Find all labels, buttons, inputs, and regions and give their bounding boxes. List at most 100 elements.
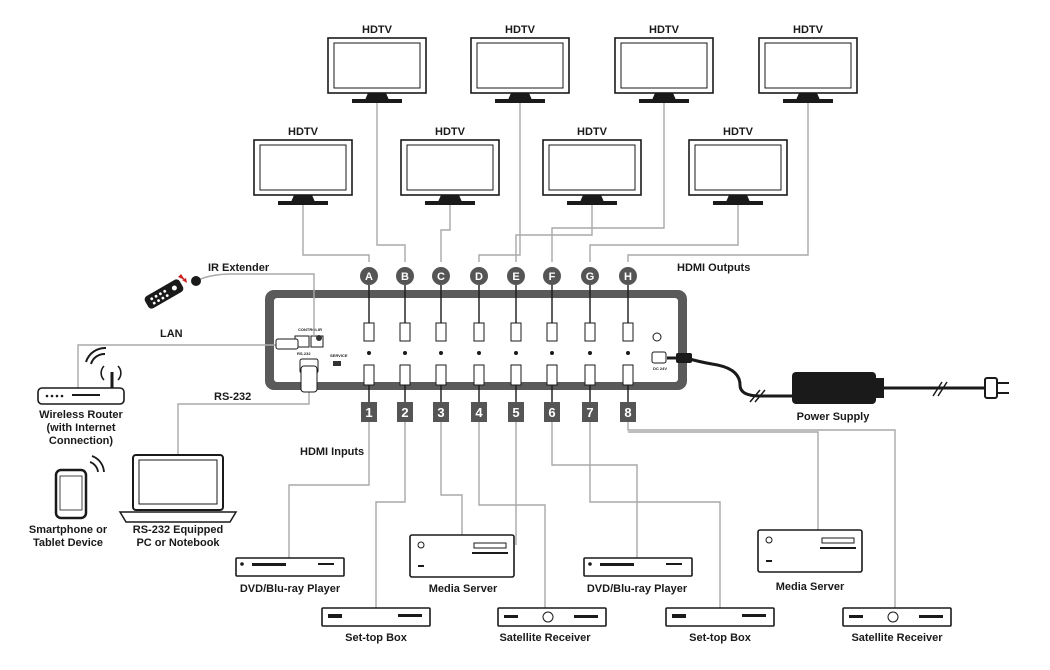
lan-label: LAN	[160, 328, 183, 340]
ir-extender-label: IR Extender	[208, 262, 270, 274]
output-badge	[619, 267, 637, 285]
ir-signal-icon	[178, 274, 187, 283]
hdtv-label: HDTV	[649, 24, 680, 36]
input-number: 5	[512, 405, 519, 420]
router-label: Wireless Router	[39, 409, 123, 421]
output-badge	[396, 267, 414, 285]
laptop-label: RS-232 Equipped	[133, 524, 223, 536]
input-cable-stubs	[368, 385, 629, 402]
service-label: SERVICE	[330, 353, 348, 358]
source-satellite-receiver-2: Satellite Receiver	[842, 607, 952, 644]
output-badge	[507, 267, 525, 285]
hdtv-top-3: HDTV	[614, 24, 714, 103]
input-wires	[288, 422, 896, 608]
smartphone-label: Smartphone or	[29, 524, 108, 536]
input-number: 3	[437, 405, 444, 420]
input-number: 1	[365, 405, 372, 420]
ir-port	[316, 335, 322, 341]
output-badge	[470, 267, 488, 285]
output-cable-stubs	[368, 285, 629, 323]
hdtv-top-4: HDTV	[758, 24, 858, 103]
hdtv-mid-3: HDTV	[542, 126, 642, 205]
output-letter: G	[586, 271, 595, 283]
laptop-icon: RS-232 Equipped PC or Notebook	[118, 454, 238, 549]
hdtv-label: HDTV	[793, 24, 824, 36]
hdtv-top-1: HDTV	[327, 24, 427, 103]
source-satellite-receiver-1: Satellite Receiver	[497, 607, 607, 644]
hdtv-label: HDTV	[435, 126, 466, 138]
hdtv-label: HDTV	[577, 126, 608, 138]
output-letter: E	[512, 271, 519, 283]
input-connectors	[363, 364, 634, 386]
hdmi-outputs-label: HDMI Outputs	[677, 262, 750, 274]
input-number: 8	[624, 405, 631, 420]
source-dvd-player-1: DVD/Blu-ray Player	[235, 557, 345, 595]
matrix-switcher-unit: CONTROL IR RS-232 SERVICE	[265, 290, 687, 390]
output-badge	[581, 267, 599, 285]
router-label: Connection)	[49, 435, 113, 447]
source-label: Set-top Box	[345, 632, 408, 644]
dc-label: DC 24V	[653, 366, 667, 371]
input-number: 6	[548, 405, 555, 420]
output-letter: C	[437, 271, 445, 283]
hdtv-mid-2: HDTV	[400, 126, 500, 205]
source-dvd-player-2: DVD/Blu-ray Player	[583, 557, 693, 595]
router-label: (with Internet	[46, 422, 115, 434]
smartphone-icon: Smartphone or Tablet Device	[29, 455, 108, 549]
hdtv-mid-4: HDTV	[688, 126, 788, 205]
ir-sensor-icon	[191, 276, 201, 286]
wifi-icon	[85, 346, 107, 365]
source-label: Set-top Box	[689, 632, 752, 644]
wifi-icon	[89, 455, 105, 473]
hdtv-label: HDTV	[362, 24, 393, 36]
source-set-top-box-1: Set-top Box	[321, 607, 431, 644]
lan-connection: LAN	[77, 328, 299, 388]
output-letter: F	[549, 271, 556, 283]
hdmi-inputs-label: HDMI Inputs	[300, 446, 364, 458]
rs232-label: RS-232	[214, 391, 251, 403]
output-letter: B	[401, 271, 409, 283]
port-indicators	[367, 351, 630, 355]
source-set-top-box-2: Set-top Box	[665, 607, 775, 644]
wireless-router: Wireless Router (with Internet Connectio…	[37, 346, 125, 447]
output-badge	[432, 267, 450, 285]
rs232-connection: RS-232	[177, 365, 318, 455]
output-letter: H	[624, 271, 632, 283]
hdtv-label: HDTV	[723, 126, 754, 138]
service-port	[333, 361, 341, 366]
input-number: 7	[586, 405, 593, 420]
dc-power-port	[651, 351, 667, 364]
hdtv-mid-1: HDTV	[253, 126, 353, 205]
output-letter: A	[365, 271, 373, 283]
input-badges: 1 2 3 4 5 6 7 8	[361, 402, 636, 422]
output-connectors	[363, 322, 634, 342]
source-media-server-2: Media Server	[757, 529, 863, 593]
output-wires	[302, 103, 809, 262]
source-label: Media Server	[429, 583, 498, 595]
ir-extender: IR Extender	[144, 262, 315, 336]
source-label: Satellite Receiver	[499, 632, 591, 644]
rs232-port-label: RS-232	[297, 351, 311, 356]
power-supply-label: Power Supply	[797, 411, 871, 423]
input-number: 4	[475, 405, 483, 420]
power-supply: Power Supply	[667, 353, 1009, 423]
smartphone-label: Tablet Device	[33, 537, 103, 549]
output-letter: D	[475, 271, 483, 283]
control-label: CONTROL	[298, 327, 318, 332]
source-label: DVD/Blu-ray Player	[240, 583, 341, 595]
remote-control-icon	[144, 279, 184, 309]
source-label: DVD/Blu-ray Player	[587, 583, 688, 595]
source-label: Media Server	[776, 581, 845, 593]
ir-label: IR	[318, 327, 322, 332]
input-number: 2	[401, 405, 408, 420]
hdtv-label: HDTV	[505, 24, 536, 36]
laptop-label: PC or Notebook	[136, 537, 220, 549]
source-media-server-1: Media Server	[409, 534, 515, 595]
output-badges: A B C D E F G H	[360, 267, 637, 285]
source-label: Satellite Receiver	[851, 632, 943, 644]
output-badge	[543, 267, 561, 285]
hdtv-top-2: HDTV	[470, 24, 570, 103]
output-badge	[360, 267, 378, 285]
hdtv-label: HDTV	[288, 126, 319, 138]
